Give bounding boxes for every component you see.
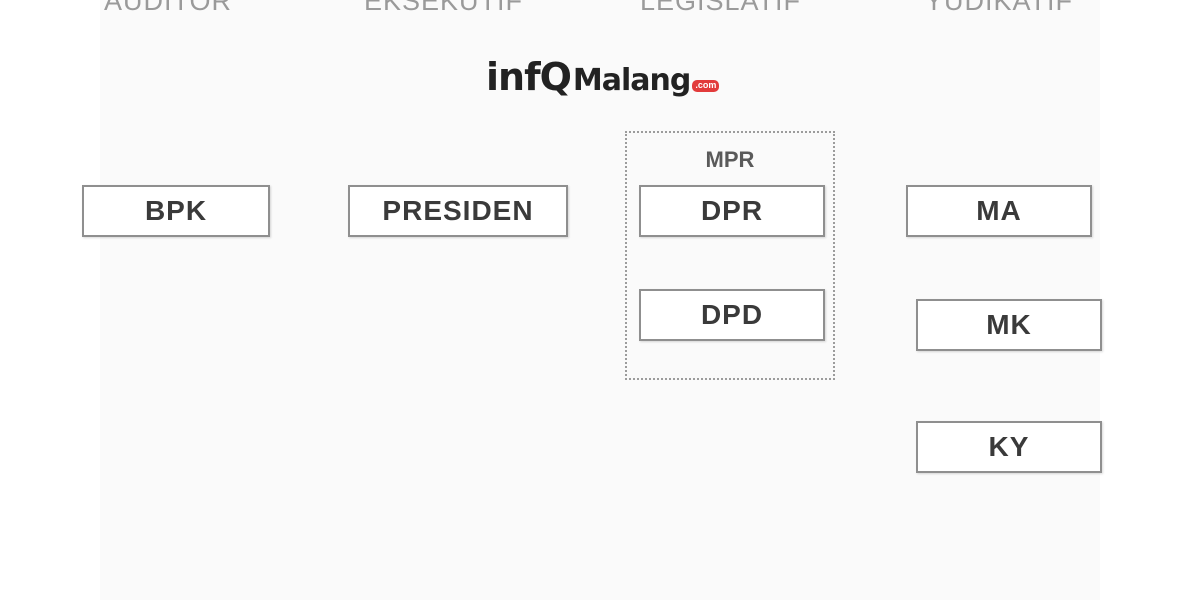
box-bpk: BPK	[82, 185, 270, 237]
infomalang-logo: infQ Malang .com	[486, 52, 720, 99]
header-legislatif: LEGISLATIF	[640, 0, 802, 16]
logo-info-text: infQ	[486, 55, 572, 99]
box-mk: MK	[916, 299, 1102, 351]
box-ky: KY	[916, 421, 1102, 473]
header-eksekutif: EKSEKUTIF	[364, 0, 524, 16]
logo-malang-text: Malang	[572, 63, 691, 98]
box-presiden: PRESIDEN	[348, 185, 568, 237]
mpr-label: MPR	[705, 147, 755, 172]
header-auditor: AUDITOR	[104, 0, 233, 16]
box-dpd: DPD	[639, 289, 825, 341]
header-yudikatif: YUDIKATIF	[925, 0, 1074, 16]
box-dpr: DPR	[639, 185, 825, 237]
box-ma: MA	[906, 185, 1092, 237]
logo-com-badge: .com	[692, 80, 720, 92]
mpr-group: MPR	[625, 131, 835, 380]
